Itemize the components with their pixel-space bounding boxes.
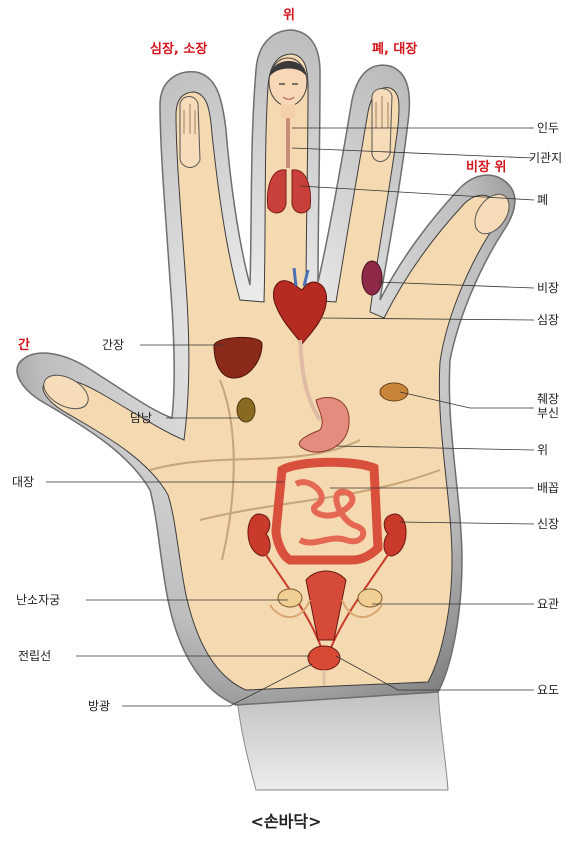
label-trachea: 기관지: [529, 151, 562, 165]
label-ureter: 요관: [537, 597, 559, 611]
spleen: [362, 261, 382, 295]
label-liver: 간장: [102, 338, 124, 352]
label-bladder: 방광: [88, 699, 110, 713]
diagram-caption: <손바닥>: [0, 808, 572, 832]
zone-spleen-stomach: 비장 위: [466, 160, 506, 175]
mini-hand-ring: [372, 89, 392, 162]
label-prostate: 전립선: [18, 649, 51, 663]
mini-hand-index: [180, 97, 200, 168]
label-pharynx: 인두: [537, 121, 559, 135]
label-lung: 폐: [537, 193, 548, 207]
label-spleen: 비장: [537, 281, 559, 295]
zone-heart-small-intestine: 심장, 소장: [150, 42, 207, 57]
label-navel: 배꼽: [537, 481, 559, 495]
label-gallbladder: 담낭: [130, 411, 152, 425]
zone-lung-large-intestine: 폐, 대장: [372, 42, 417, 57]
palm-skin: [43, 54, 498, 690]
label-pancreas-adrenal: 췌장 부신: [537, 392, 559, 420]
label-stomach: 위: [537, 443, 548, 457]
label-heart: 심장: [537, 313, 559, 327]
leader-trachea: [292, 148, 534, 158]
zone-stomach-top: 위: [283, 8, 295, 23]
label-ovary-uterus: 난소자궁: [16, 593, 60, 607]
label-urethra: 요도: [537, 683, 559, 697]
label-kidney: 신장: [537, 517, 559, 531]
label-large-intestine: 대장: [12, 475, 34, 489]
pancreas-adrenal: [380, 383, 408, 401]
zone-liver: 간: [18, 338, 30, 353]
